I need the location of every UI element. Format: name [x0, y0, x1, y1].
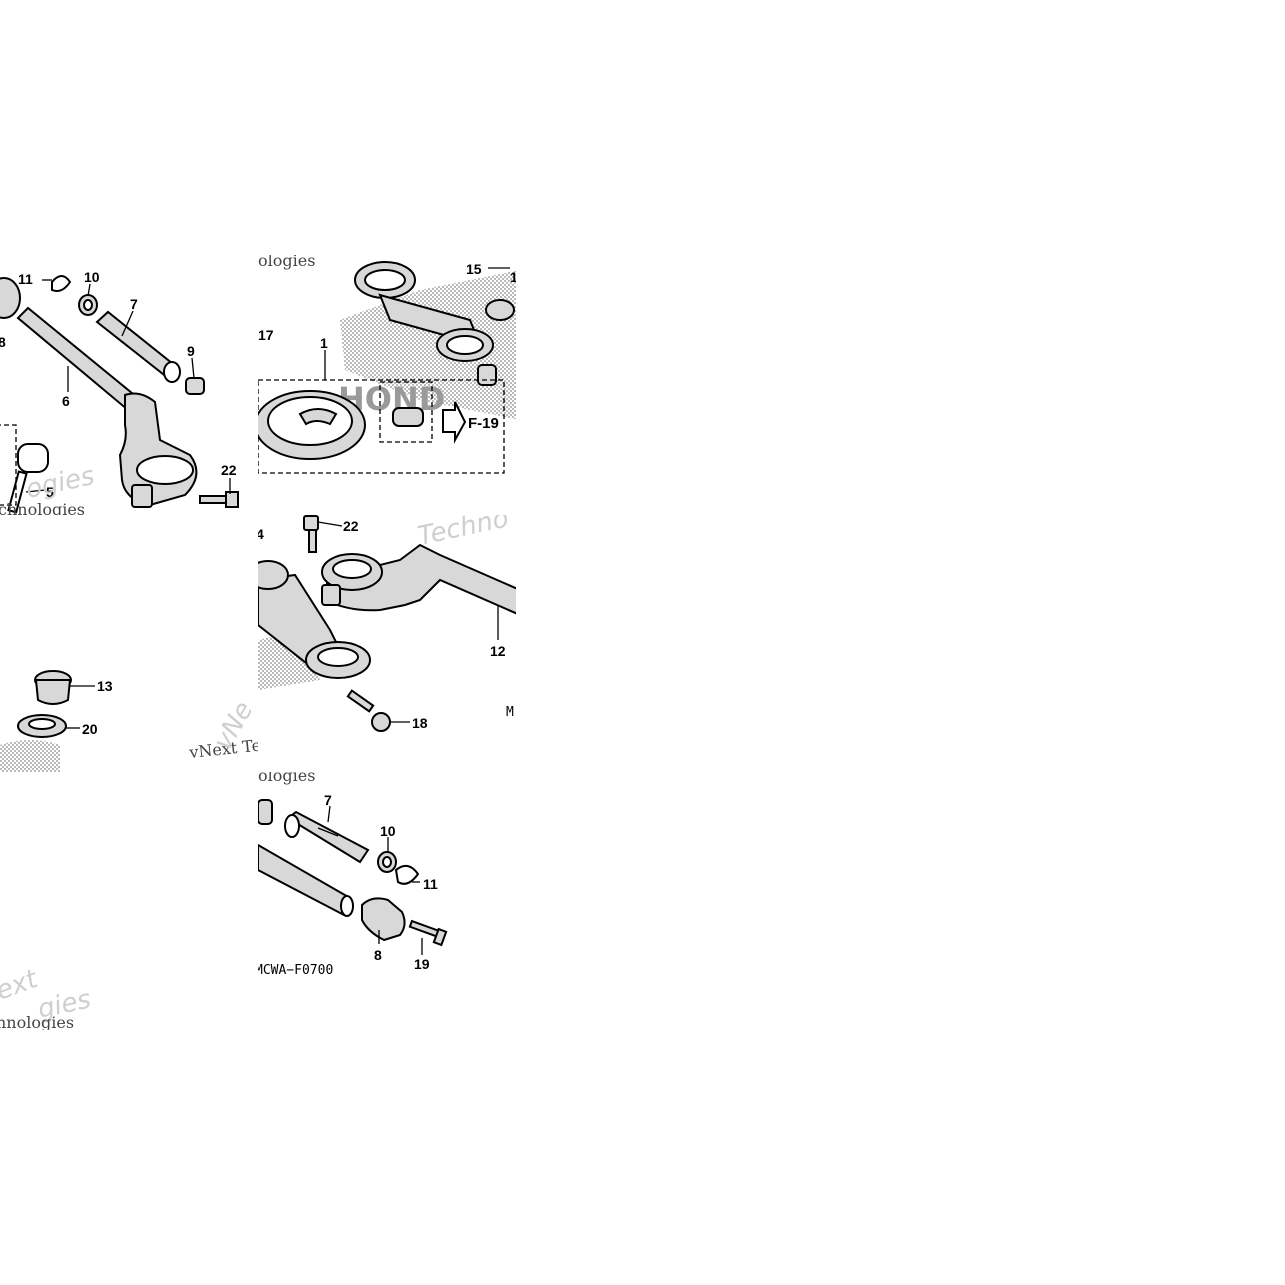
tile-bar-end: 7 10 11 8 19 MCWA−F0700 ologies	[255, 766, 448, 978]
callout-5: 5	[46, 484, 54, 500]
tube-end	[340, 895, 354, 917]
clip-11b	[394, 864, 420, 885]
tile-grommets: 13 20 vNext Tec vNe	[0, 670, 258, 772]
callout-22b: 22	[343, 518, 359, 534]
leader-22b	[317, 521, 343, 527]
reference-arrow	[442, 401, 467, 444]
handlebar-12-clamp-hole	[332, 559, 372, 579]
watermark-chnologies: chnologies	[0, 500, 85, 519]
callout-9: 9	[187, 343, 195, 359]
bolt-22b-head	[303, 515, 319, 531]
callout-1-right: 1	[510, 269, 518, 285]
callout-15: 15	[466, 261, 482, 277]
subassembly-frame	[258, 379, 505, 474]
handlebar-12-tab	[321, 584, 341, 606]
weight-rod-7b	[286, 810, 370, 864]
reference-f19: F-19	[468, 415, 499, 432]
clamp-bolt	[477, 364, 497, 386]
key-frame	[0, 424, 17, 506]
collar-10b-hole	[382, 856, 392, 868]
key-blade	[7, 470, 28, 514]
watermark-ologies-top: ologies	[258, 251, 315, 270]
key-head	[17, 443, 49, 473]
callout-11b: 11	[423, 876, 438, 892]
diagram-code-partial: M	[506, 705, 514, 720]
tile-watermark: ext gies hnologies	[0, 964, 94, 1032]
diagram-code: MCWA−F0700	[255, 963, 333, 978]
bolt-22-shank	[199, 495, 227, 504]
watermark-ologies-mid: ologies	[258, 766, 315, 785]
seal-20-hole	[28, 718, 56, 730]
callout-4: 4	[256, 526, 264, 542]
callout-18: 18	[412, 715, 428, 731]
shaded-base	[0, 740, 60, 772]
fork-clamp-lower-hole	[446, 335, 484, 355]
watermark-techno: Techno	[415, 503, 511, 551]
bolt-18-head	[371, 712, 391, 732]
special-bolt	[392, 407, 424, 427]
disc-slot	[298, 408, 338, 426]
callout-11: 11	[18, 271, 33, 287]
callout-8b: 8	[374, 947, 382, 963]
callout-6: 6	[62, 393, 70, 409]
clip-11	[51, 275, 72, 292]
leader-7	[121, 310, 134, 337]
lower-fork-clamp-hole	[317, 647, 359, 667]
bar-end-weight-8b	[361, 897, 406, 942]
nut-9	[185, 377, 205, 395]
bolt-22b-shank	[308, 529, 317, 553]
clamp-tab	[131, 484, 153, 508]
tile-right-handlebar: 22 4 12 18 M Techno	[256, 503, 516, 732]
leader-9	[191, 357, 195, 379]
callout-13: 13	[97, 678, 113, 694]
left-fork-clamp	[258, 560, 289, 590]
callout-20: 20	[82, 721, 98, 737]
collar-10-hole	[83, 299, 93, 311]
nut-left	[258, 799, 273, 825]
callout-10: 10	[84, 269, 100, 285]
fork-clamp-top-hole	[364, 269, 406, 291]
leader-5	[25, 489, 46, 493]
steering-stem-cap	[485, 299, 515, 321]
watermark-hnologies: hnologies	[0, 1013, 74, 1032]
handlebar-tube-b	[258, 843, 352, 917]
callout-12: 12	[490, 643, 506, 659]
callout-19: 19	[414, 956, 430, 972]
callout-10b: 10	[380, 823, 396, 839]
bolt-frame	[379, 381, 433, 443]
leader-7b	[327, 805, 331, 823]
bolt-18-shank	[346, 689, 375, 713]
leader-10	[87, 283, 91, 297]
callout-7b: 7	[324, 792, 332, 808]
bar-end-weight-8	[0, 277, 21, 319]
weight-rod-7b-end	[284, 814, 300, 838]
clip-on-ring	[136, 455, 194, 485]
grommet-13-body	[34, 679, 72, 705]
callout-8: 8	[0, 334, 6, 350]
weight-rod-end	[163, 361, 181, 383]
callout-7: 7	[130, 296, 138, 312]
callout-17: 17	[258, 327, 274, 343]
tile-top-bridge: HOND F-19 17 1 15 1 ologies	[258, 251, 518, 474]
rod-slot	[317, 827, 339, 837]
bolt-22-head	[225, 491, 239, 508]
tile-left-handlebar: 11 10 7 9 8 6 5 22 ogies chnologies	[0, 269, 239, 519]
callout-22: 22	[221, 462, 237, 478]
callout-1: 1	[320, 335, 328, 351]
screw-19-head	[432, 927, 448, 947]
